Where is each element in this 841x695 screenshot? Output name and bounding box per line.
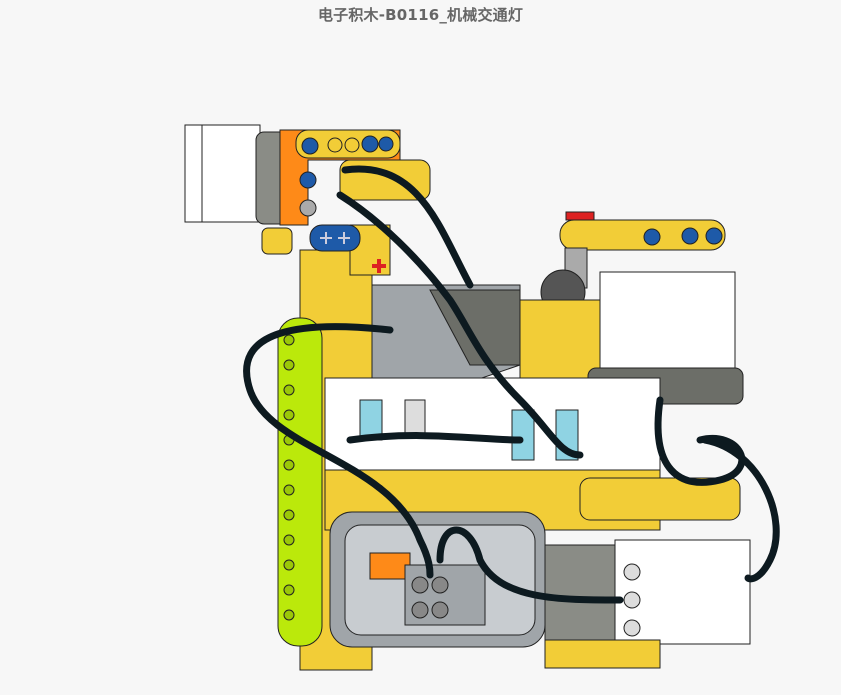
page-title: 电子积木-B0116_机械交通灯 [317, 6, 524, 24]
white-block-top-left [184, 124, 261, 223]
yellow-beam-top-right [559, 219, 726, 251]
blue-connector [309, 224, 361, 252]
orange-switch [369, 552, 411, 580]
black-cables [243, 165, 780, 604]
white-block-right [599, 271, 736, 378]
